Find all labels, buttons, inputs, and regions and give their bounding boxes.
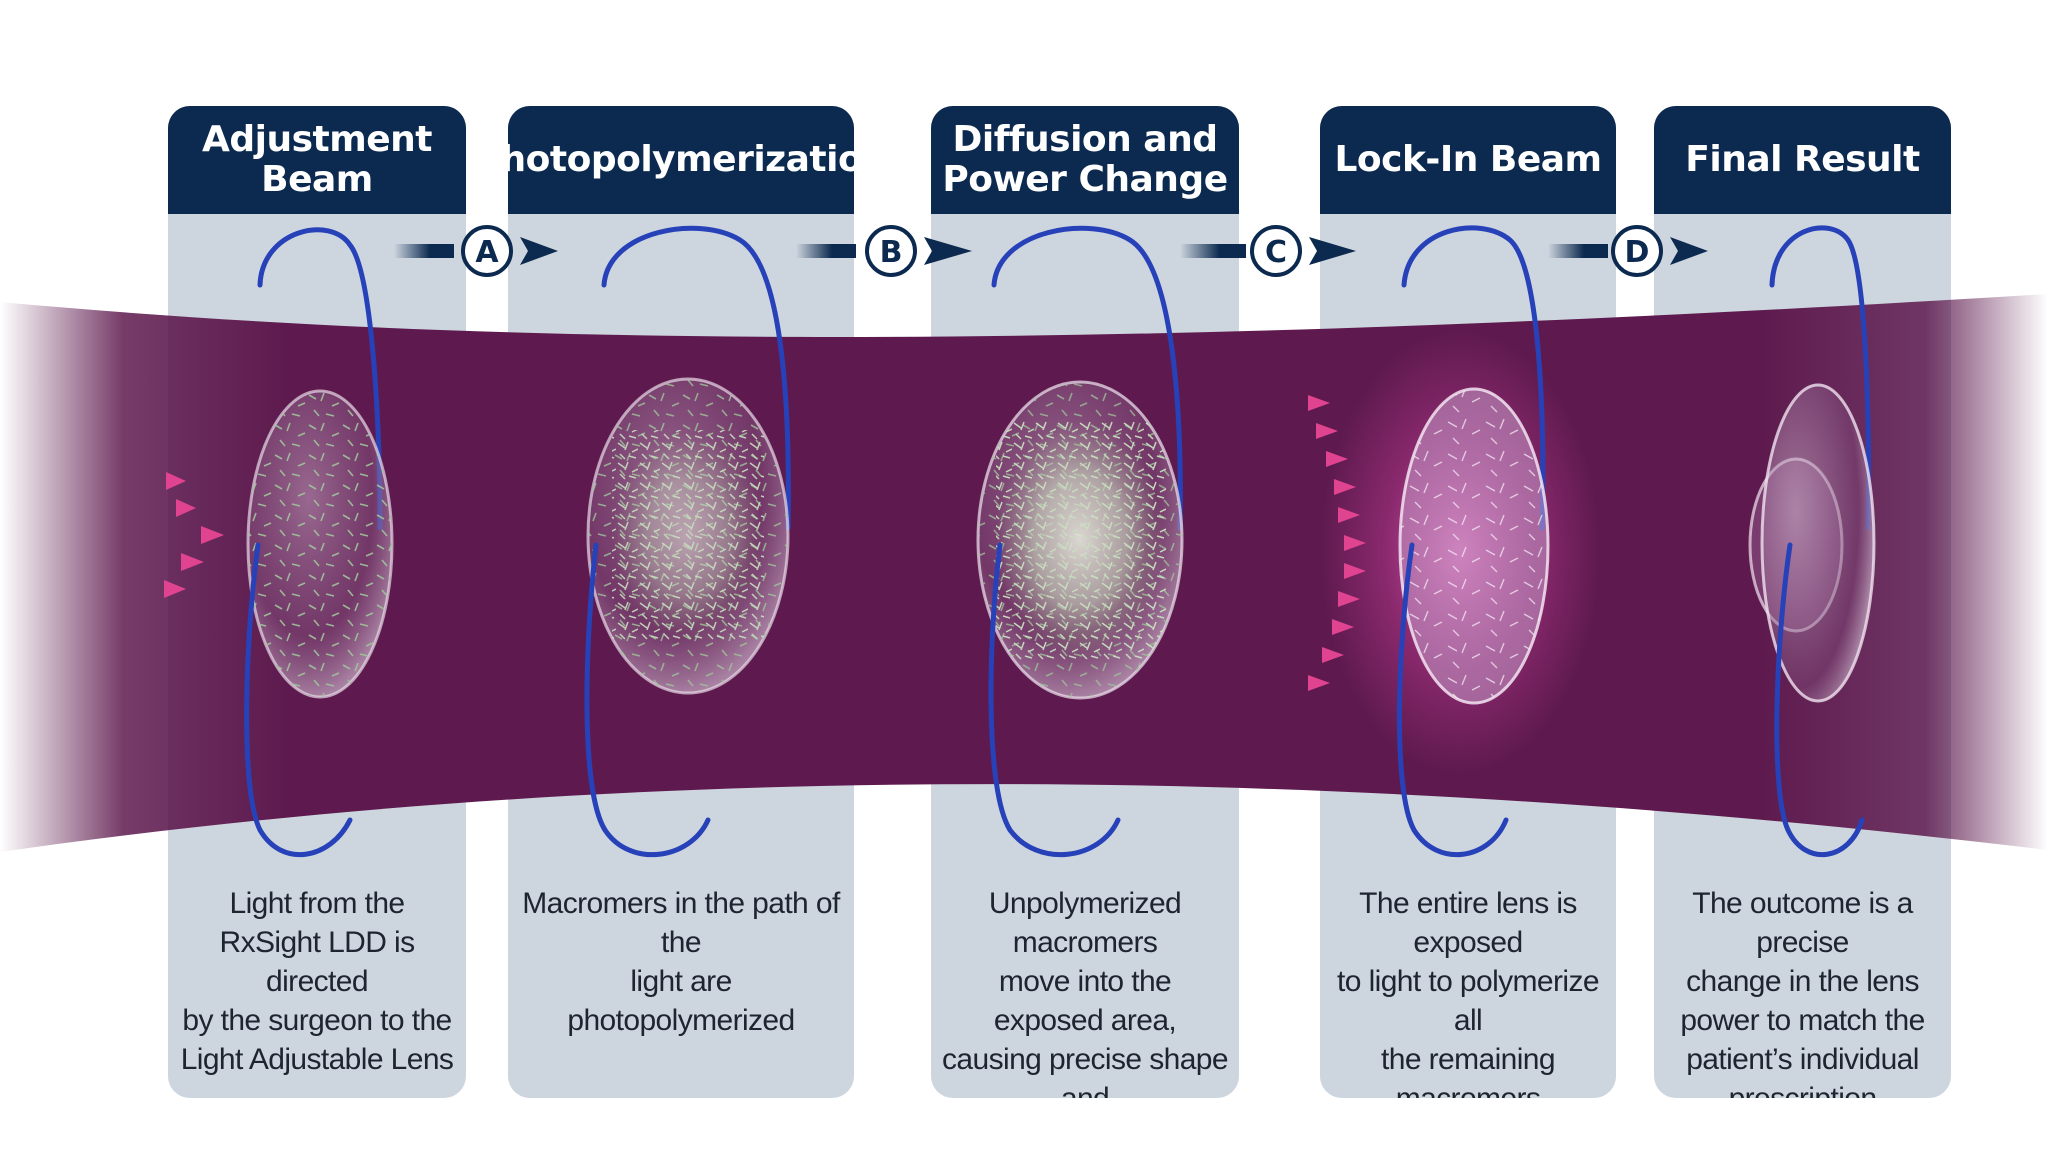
polymerized-specks [1400,389,1548,703]
stage-description: Macromers in the path of the light are p… [522,887,840,1037]
lock-in-light-arrows [1198,395,1366,691]
step-badge [461,225,513,277]
stage-title: Adjustment Beam [168,106,466,214]
step-connector-c: C [1180,225,1356,277]
stage-title: Photopolymerization [508,106,854,214]
stage-description: The outcome is a precise change in the l… [1680,887,1925,1098]
stage-description: Unpolymerized macromers move into the ex… [942,887,1229,1098]
light-arrowhead [1344,535,1366,551]
step-arrowhead [1309,237,1356,265]
step-arrow-tail [1548,244,1608,258]
step-badge-letter: B [880,235,903,270]
step-badge-letter: A [475,235,499,270]
lens-diffusion-power-change [976,225,1184,858]
step-connector-b: B [796,225,972,277]
lens-optic [1760,383,1876,703]
haptic-lower [1774,542,1865,858]
light-arrowhead [1338,591,1360,607]
haptic-lower [244,542,353,858]
stage-title: Final Result [1654,106,1951,214]
haptic-upper [1769,225,1871,531]
step-arrow-tail [394,244,454,258]
light-arrowhead [1316,423,1338,439]
step-badge-letter: C [1265,235,1287,270]
light-arrowhead [201,526,224,544]
light-arrowhead [1308,675,1330,691]
stage-title: Diffusion and Power Change [931,106,1239,214]
incoming-light-arrows [92,472,224,598]
haptic-upper [991,225,1183,531]
light-arrowhead [166,472,186,490]
step-arrowhead [520,237,558,265]
diffused-fibers [996,420,1166,660]
step-arrow-tail [1180,244,1246,258]
haptic-upper [257,227,383,531]
lens-adjustment-beam [244,227,394,858]
stage-description: The entire lens is exposed to light to p… [1337,887,1600,1098]
light-arrowhead [1344,563,1366,579]
stage-description: Light from the RxSight LDD is directed b… [180,887,454,1076]
light-arrowhead [1338,507,1360,523]
step-badge [865,225,917,277]
haptic-lower [988,542,1121,858]
haptic-upper [1401,225,1546,531]
light-arrowhead [1326,451,1348,467]
step-arrowhead [1670,237,1708,265]
step-badge-letter: D [1625,235,1650,270]
light-arrowhead [164,580,186,598]
macromer-specks [248,391,392,697]
polymerized-fibers [612,430,764,642]
haptic-upper [601,225,791,531]
step-connector-a: A [394,225,558,277]
light-arrowhead [181,553,204,571]
light-arrowhead [1308,395,1330,411]
haptic-lower [584,542,711,858]
step-arrowhead [924,237,972,265]
light-arrowhead [176,499,196,517]
step-badge [1611,225,1663,277]
step-badge [1250,225,1302,277]
light-arrowhead [1322,647,1344,663]
lens-final-result [1748,225,1876,858]
stage-title: Lock-In Beam [1320,106,1616,214]
light-arrowhead [1332,619,1354,635]
haptic-lower [1397,542,1509,858]
lens-lock-in-beam [1320,225,1600,858]
step-arrow-tail [796,244,856,258]
lens-photopolymerization [584,225,791,858]
light-arrowhead [1334,479,1356,495]
step-connector-d: D [1548,225,1708,277]
